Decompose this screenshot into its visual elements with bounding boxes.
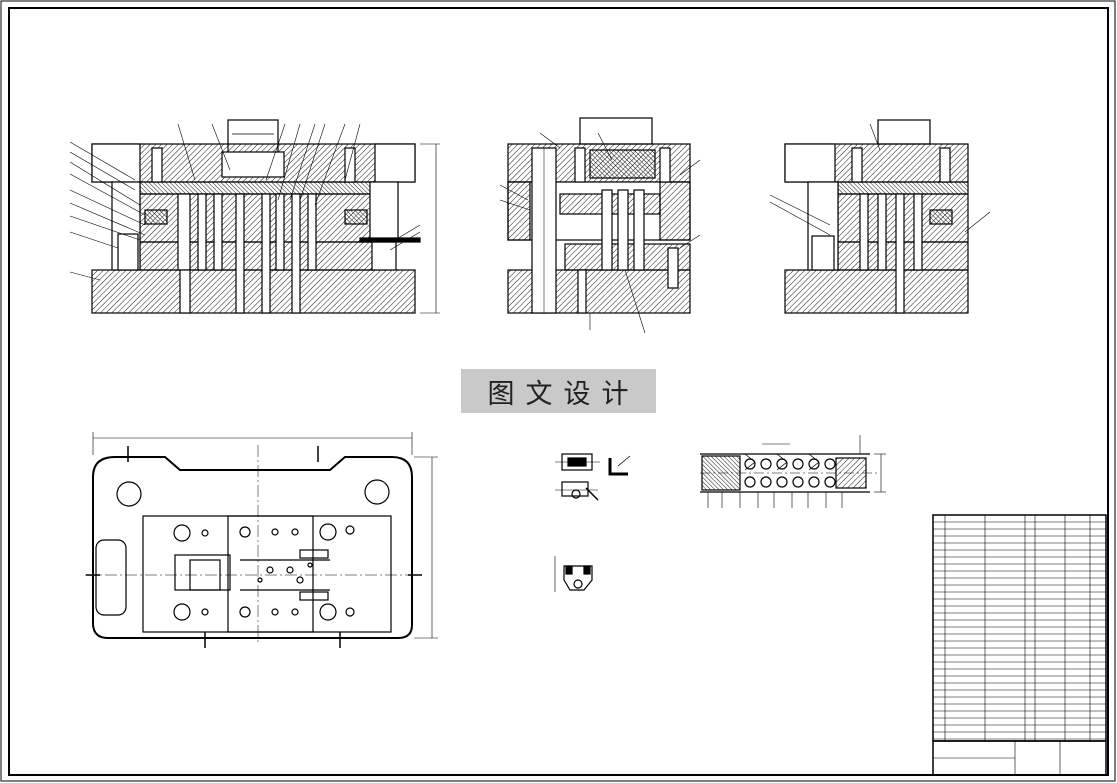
right-section-view (769, 119, 991, 314)
parts-list-table (932, 514, 1107, 776)
drawing-frame (8, 7, 1109, 776)
watermark-banner: 图文设计 (461, 369, 656, 413)
watermark-text: 图文设计 (487, 378, 640, 410)
front-section-view (69, 119, 440, 314)
side-section-view (499, 117, 701, 334)
strip-layout (700, 435, 886, 508)
plan-view (85, 432, 438, 648)
part-views (554, 453, 631, 592)
